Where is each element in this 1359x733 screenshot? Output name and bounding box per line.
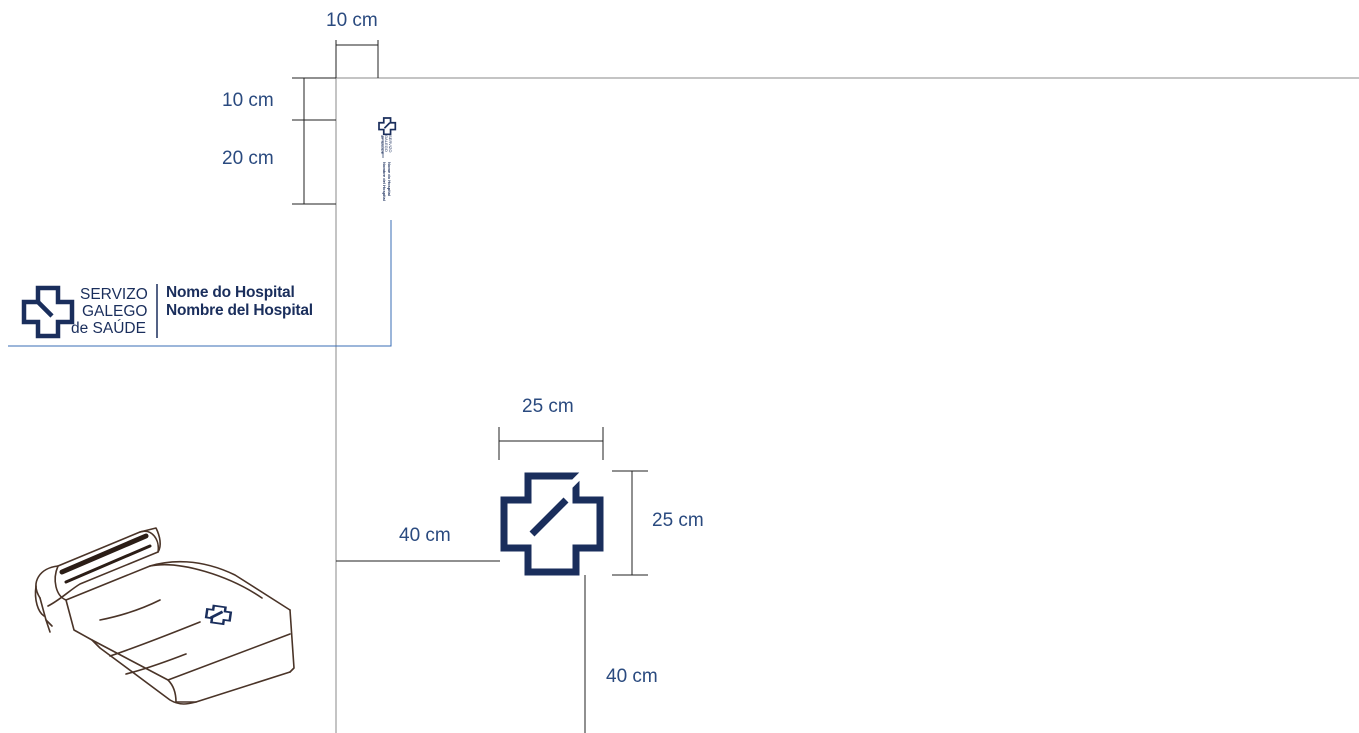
logo-line-servizo: SERVIZO (80, 286, 148, 303)
small-label-hospital-es: Nombre del Hospital (382, 162, 387, 201)
dim-left-vertical (292, 77, 336, 205)
bed-sketch-icon (34, 527, 295, 705)
dim-cross-width (498, 427, 604, 460)
logo-line-saude: de SAÚDE (71, 320, 146, 337)
logo-line-galego: GALEGO (82, 303, 148, 320)
bed-cross-icon (204, 604, 233, 626)
dim-label-cross-left: 40 cm (399, 525, 451, 546)
dim-label-top-height: 10 cm (222, 90, 274, 111)
dim-label-top-width: 10 cm (326, 10, 378, 31)
dim-label-cross-width: 25 cm (522, 396, 574, 417)
dim-label-label-height: 20 cm (222, 148, 274, 169)
bed-pillow-stripe (59, 533, 152, 584)
dim-cross-height (612, 470, 648, 576)
small-label-cross-icon (378, 117, 397, 136)
dim-label-cross-height: 25 cm (652, 510, 704, 531)
logo-hospital-es: Nombre del Hospital (166, 302, 313, 319)
logo-hospital-gl: Nome do Hospital (166, 284, 295, 301)
dim-label-cross-bottom: 40 cm (606, 666, 658, 687)
large-cross-icon (500, 469, 604, 576)
dim-top-width (335, 40, 379, 78)
label-callout-line (8, 220, 392, 347)
small-label-line-3: de SAÚDE (380, 135, 385, 155)
small-label-hospital-gl: Nome do Hospital (387, 162, 392, 197)
logo-cross-icon (21, 285, 75, 339)
